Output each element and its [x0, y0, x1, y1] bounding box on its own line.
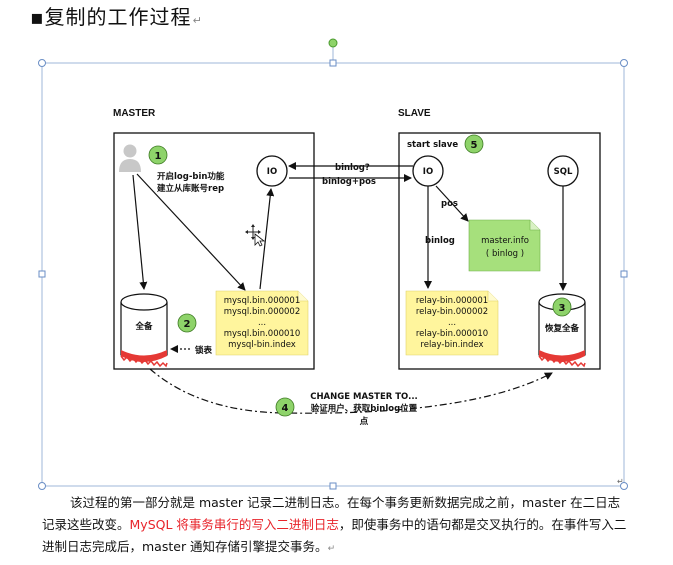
rotate-handle[interactable] — [328, 38, 338, 48]
master-info-line2: ( binlog ) — [486, 249, 524, 259]
binlog-label: binlog — [425, 236, 455, 246]
step-4-line2: 验证用户、获取binlog位置 — [311, 403, 418, 414]
log-file-item: relay-bin.000010 — [416, 329, 488, 339]
paragraph-mark: ↵ — [327, 544, 336, 554]
svg-text:3: 3 — [559, 303, 566, 314]
master-info-note — [468, 219, 541, 272]
log-file-item: relay-bin.index — [420, 340, 483, 350]
svg-text:4: 4 — [282, 403, 289, 414]
resize-handle-w[interactable] — [38, 270, 46, 278]
step-5-badge: 5 — [464, 134, 484, 154]
step-1-badge: 1 — [148, 145, 168, 165]
step-4-badge: 4 — [275, 397, 295, 417]
start-slave-label: start slave — [407, 140, 458, 150]
resize-handle-se[interactable] — [620, 482, 628, 490]
relay-log-list: relay-bin.000001relay-bin.000002...relay… — [416, 296, 488, 350]
body-paragraph: 该过程的第一部分就是 master 记录二进制日志。在每个事务更新数据完成之前，… — [42, 492, 632, 560]
resize-handle-n[interactable] — [329, 59, 337, 67]
slave-io-label: IO — [423, 167, 433, 177]
log-file-item: relay-bin.000001 — [416, 296, 488, 306]
arrow-binlog-pos: binlog+pos — [322, 177, 376, 187]
pos-label: pos — [441, 199, 458, 209]
replication-diagram[interactable]: MASTER SLAVE 1 开启log-bin功能 建立从库账号rep IO … — [0, 38, 673, 490]
full-backup-label: 全备 — [134, 321, 153, 332]
master-binlog-list: mysql.bin.000001mysql.bin.000002...mysql… — [224, 296, 301, 350]
body-segment-2: ，即使事务中的语句都是交叉执行的。在事件写入二进制日志完成后，master 通知… — [42, 517, 627, 554]
step-3-badge: 3 — [552, 297, 572, 317]
resize-handle-s[interactable] — [329, 482, 337, 490]
heading-title: 复制的工作过程 — [44, 5, 192, 29]
restore-db-icon — [538, 293, 586, 368]
section-heading: ▪复制的工作过程↵ — [30, 4, 203, 34]
svg-text:2: 2 — [184, 319, 191, 330]
master-io-label: IO — [267, 167, 277, 177]
log-file-item: mysql.bin.000002 — [224, 307, 301, 317]
anchor-mark-icon: ↵ — [617, 477, 624, 486]
resize-handle-e[interactable] — [620, 270, 628, 278]
master-label: MASTER — [113, 108, 156, 119]
arrow-binlog-request: binlog? — [335, 163, 370, 173]
body-highlight: MySQL 将事务串行的写入二进制日志 — [129, 517, 339, 532]
step-1-line2: 建立从库账号rep — [156, 183, 224, 194]
svg-text:5: 5 — [471, 140, 478, 151]
relay-log-note — [405, 290, 499, 356]
resize-handle-ne[interactable] — [620, 59, 628, 67]
selection-frame[interactable] — [38, 38, 628, 490]
step-4-line1: CHANGE MASTER TO... — [310, 392, 418, 402]
slave-label: SLAVE — [398, 108, 431, 119]
move-cursor-icon — [245, 224, 266, 247]
body-segment-1: 该过程的第一部分就是 master 记录二进制日志。在每个事务更新数据完成之前，… — [42, 495, 621, 532]
svg-text:1: 1 — [155, 151, 162, 162]
master-info-line1: master.info — [481, 236, 529, 246]
log-file-item: mysql-bin.index — [228, 340, 296, 350]
resize-handle-sw[interactable] — [38, 482, 46, 490]
full-backup-db-icon — [120, 293, 168, 368]
log-file-item: mysql.bin.000001 — [224, 296, 301, 306]
restore-backup-label: 恢复全备 — [545, 323, 580, 334]
log-file-item: relay-bin.000002 — [416, 307, 488, 317]
resize-handle-nw[interactable] — [38, 59, 46, 67]
master-io-node — [256, 155, 288, 187]
log-file-item: mysql.bin.000010 — [224, 329, 301, 339]
paragraph-mark: ↵ — [192, 14, 203, 27]
step-1-line1: 开启log-bin功能 — [157, 171, 225, 182]
step-2-badge: 2 — [177, 313, 197, 333]
master-binlog-note — [215, 290, 309, 356]
change-master-arrow — [149, 368, 553, 414]
heading-bullet: ▪ — [30, 5, 45, 29]
log-file-item: ... — [448, 318, 456, 328]
user-icon — [119, 144, 141, 172]
lock-table-label: 锁表 — [195, 345, 213, 356]
log-file-item: ... — [258, 318, 266, 328]
sql-label: SQL — [554, 167, 573, 177]
step-4-line3: 点 — [360, 416, 369, 427]
